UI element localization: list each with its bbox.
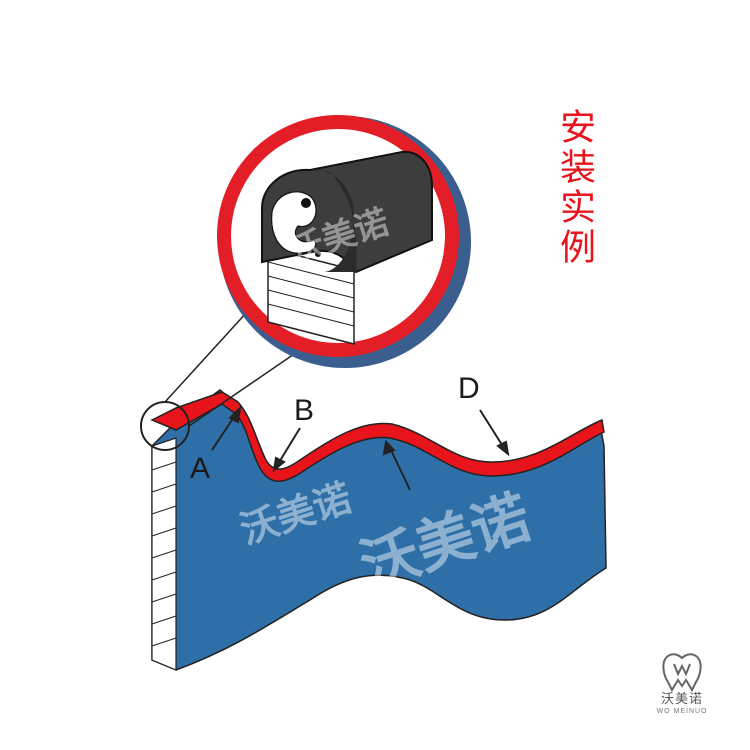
callout-arrows bbox=[211, 405, 510, 491]
title-text: 安装实例 bbox=[554, 108, 595, 268]
title-label: 安装实例 bbox=[554, 108, 600, 268]
logo-name: 沃美诺 bbox=[660, 692, 703, 707]
magnified-detail bbox=[217, 115, 471, 368]
logo-subtitle: WO MEINUO bbox=[656, 708, 708, 715]
red-seal-strip bbox=[150, 391, 605, 482]
label-d: D bbox=[458, 372, 480, 405]
leader-line-2 bbox=[188, 349, 301, 427]
leader-line-1 bbox=[164, 299, 259, 403]
label-b: B bbox=[294, 394, 315, 427]
panel-edge-stripes bbox=[151, 461, 177, 647]
label-a: A bbox=[190, 452, 211, 485]
tooth-logo-icon bbox=[662, 653, 702, 693]
